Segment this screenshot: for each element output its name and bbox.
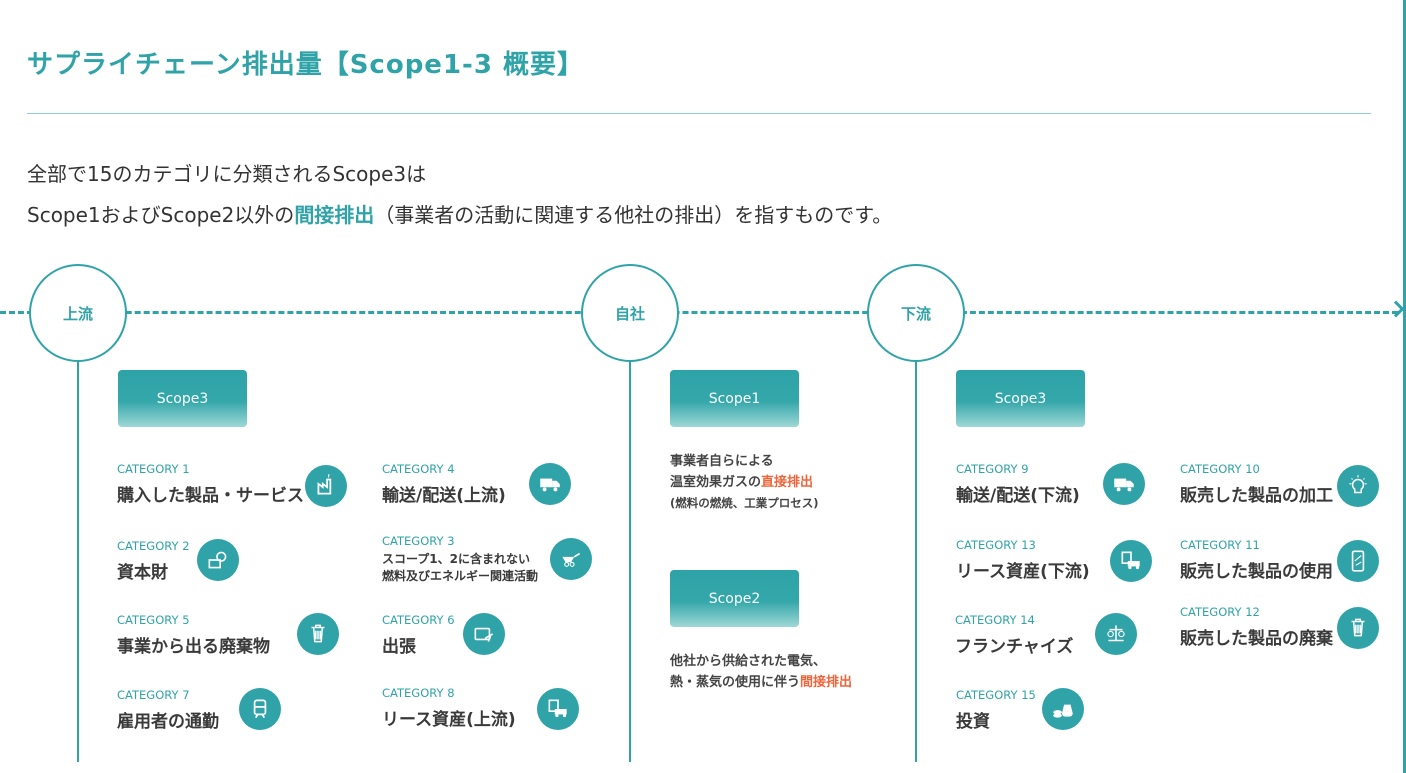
node-downstream: 下流 [867, 264, 965, 362]
factory-icon [305, 465, 347, 507]
page-title: サプライチェーン排出量【Scope1-3 概要】 [27, 50, 584, 80]
desc-line: 温室効果ガスの直接排出 [670, 472, 819, 493]
title-divider [27, 113, 1371, 114]
lightbulb-gear-icon [1337, 465, 1379, 507]
category-item: CATEGORY 14 フランチャイズ [955, 613, 1073, 657]
category-label: CATEGORY 11 [1180, 538, 1260, 552]
trash-icon [1337, 607, 1379, 649]
category-label: CATEGORY 10 [1180, 462, 1260, 476]
desc-line: 熱・蒸気の使用に伴う間接排出 [670, 672, 852, 693]
category-name: 投資 [956, 712, 990, 732]
category-name: 販売した製品の加工 [1180, 486, 1333, 506]
money-bag-icon [1042, 688, 1084, 730]
category-item: CATEGORY 3 スコープ1、2に含まれない燃料及びエネルギー関連活動 [382, 534, 538, 585]
desc-line: (燃料の燃焼、工業プロセス) [670, 496, 819, 510]
capital-goods-icon [197, 539, 239, 581]
category-label: CATEGORY 7 [117, 688, 190, 702]
category-name: 雇用者の通勤 [117, 712, 219, 732]
node-own-company: 自社 [581, 264, 679, 362]
category-label: CATEGORY 4 [382, 462, 455, 476]
category-item: CATEGORY 10 販売した製品の加工 [1180, 462, 1333, 506]
category-item: CATEGORY 12 販売した製品の廃棄 [1180, 605, 1333, 649]
flow-arrow-icon [1387, 300, 1405, 318]
scope2-badge: Scope2 [670, 570, 799, 627]
intro-text: （事業者の活動に関連する他社の排出）を指すものです。 [374, 203, 893, 227]
category-item: CATEGORY 5 事業から出る廃棄物 [117, 613, 270, 657]
trash-icon [297, 613, 339, 655]
category-label: CATEGORY 15 [956, 688, 1036, 702]
category-label: CATEGORY 13 [956, 538, 1036, 552]
category-item: CATEGORY 13 リース資産(下流) [956, 538, 1090, 582]
category-label: CATEGORY 14 [955, 613, 1035, 627]
page-edge-line [1403, 0, 1406, 773]
category-label: CATEGORY 5 [117, 613, 190, 627]
category-name: スコープ1、2に含まれない燃料及びエネルギー関連活動 [382, 551, 538, 585]
category-item: CATEGORY 8 リース資産(上流) [382, 686, 516, 730]
train-icon [239, 688, 281, 730]
desc-line: 他社から供給された電気、 [670, 654, 827, 669]
scope1-description: 事業者自らによる 温室効果ガスの直接排出 (燃料の燃焼、工業プロセス) [670, 451, 819, 514]
category-label: CATEGORY 8 [382, 686, 455, 700]
category-name: リース資産(下流) [956, 562, 1090, 582]
scope3-downstream-badge: Scope3 [956, 370, 1085, 427]
scope2-description: 他社から供給された電気、 熱・蒸気の使用に伴う間接排出 [670, 651, 852, 693]
scope3-upstream-badge: Scope3 [118, 370, 247, 427]
category-name: 事業から出る廃棄物 [117, 637, 270, 657]
desc-text: 熱・蒸気の使用に伴う [670, 675, 801, 690]
desc-text: 温室効果ガスの [670, 475, 762, 490]
category-name: リース資産(上流) [382, 710, 516, 730]
desc-emphasis: 間接排出 [800, 675, 853, 690]
category-name: 輸送/配送(上流) [382, 486, 506, 506]
category-name-line: スコープ1、2に含まれない [382, 552, 530, 566]
briefcase-plane-icon [463, 613, 505, 655]
category-name: 販売した製品の廃棄 [1180, 629, 1333, 649]
category-name: 出張 [382, 637, 416, 657]
wheelbarrow-icon [550, 538, 592, 580]
category-name: フランチャイズ [955, 637, 1074, 657]
lease-truck-icon [1110, 540, 1152, 582]
downstream-line [915, 350, 917, 762]
category-label: CATEGORY 2 [117, 539, 190, 553]
category-label: CATEGORY 1 [117, 462, 190, 476]
franchise-icon [1095, 613, 1137, 655]
desc-emphasis: 直接排出 [761, 475, 814, 490]
intro-line-1: 全部で15のカテゴリに分類されるScope3は [27, 162, 427, 186]
category-name: 購入した製品・サービス [117, 486, 304, 506]
category-item: CATEGORY 6 出張 [382, 613, 455, 657]
category-label: CATEGORY 6 [382, 613, 455, 627]
category-name: 資本財 [117, 563, 168, 583]
category-label: CATEGORY 12 [1180, 605, 1260, 619]
category-item: CATEGORY 2 資本財 [117, 539, 190, 583]
smartphone-hand-icon [1337, 540, 1379, 582]
category-item: CATEGORY 7 雇用者の通勤 [117, 688, 219, 732]
own-line [629, 350, 631, 762]
category-item: CATEGORY 1 購入した製品・サービス [117, 462, 304, 506]
category-name: 輸送/配送(下流) [956, 486, 1080, 506]
category-item: CATEGORY 4 輸送/配送(上流) [382, 462, 506, 506]
scope1-badge: Scope1 [670, 370, 799, 427]
category-item: CATEGORY 15 投資 [956, 688, 1036, 732]
category-item: CATEGORY 9 輸送/配送(下流) [956, 462, 1080, 506]
desc-line: 事業者自らによる [670, 454, 774, 469]
intro-line-2: Scope1およびScope2以外の間接排出（事業者の活動に関連する他社の排出）… [27, 199, 892, 228]
category-item: CATEGORY 11 販売した製品の使用 [1180, 538, 1333, 582]
category-name-line: 燃料及びエネルギー関連活動 [382, 569, 539, 583]
intro-emphasis: 間接排出 [294, 203, 375, 227]
category-label: CATEGORY 3 [382, 534, 455, 548]
lease-truck-icon [537, 688, 579, 730]
category-label: CATEGORY 9 [956, 462, 1029, 476]
truck-icon [529, 463, 571, 505]
node-upstream: 上流 [29, 264, 127, 362]
flow-dashed-line [0, 311, 1398, 314]
intro-text: Scope1およびScope2以外の [27, 203, 295, 227]
category-name: 販売した製品の使用 [1180, 562, 1333, 582]
truck-icon [1103, 463, 1145, 505]
upstream-line [77, 350, 79, 762]
